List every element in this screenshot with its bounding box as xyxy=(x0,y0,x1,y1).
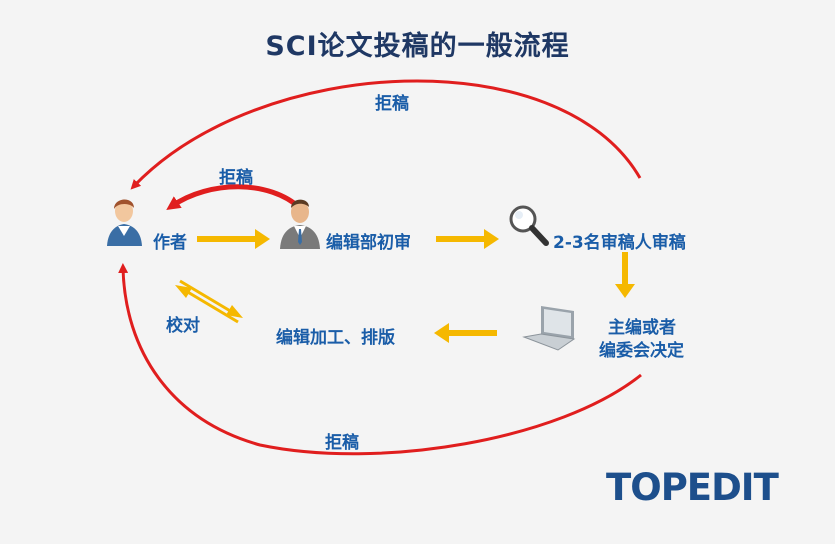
node-editor-initial-review: 编辑部初审 xyxy=(326,233,411,253)
author-person-icon xyxy=(107,199,142,246)
flow-arrow-author-to-editor xyxy=(197,229,270,249)
label-reject-editor: 拒稿 xyxy=(219,168,253,188)
flow-arrow-decision-to-editing xyxy=(434,323,497,343)
topedit-logo: TOPEDIT xyxy=(606,466,779,509)
label-proofread: 校对 xyxy=(166,316,200,336)
node-author: 作者 xyxy=(153,233,187,253)
flow-arrow-reviewers-to-decision xyxy=(615,252,635,298)
node-decision-line1: 主编或者 xyxy=(608,318,676,338)
reject-arrow-editor xyxy=(166,184,302,210)
page-title: SCI论文投稿的一般流程 xyxy=(265,31,570,62)
node-decision-line2: 编委会决定 xyxy=(599,341,684,361)
reject-arrow-bottom xyxy=(118,263,642,456)
flow-arrow-editor-to-reviewers xyxy=(436,229,499,249)
label-reject-bottom: 拒稿 xyxy=(325,433,359,453)
node-editing-typesetting: 编辑加工、排版 xyxy=(276,328,395,348)
editor-person-icon xyxy=(280,199,320,249)
reject-arrow-top xyxy=(130,79,642,190)
magnifier-icon xyxy=(509,205,549,246)
node-reviewers: 2-3名审稿人审稿 xyxy=(553,233,686,253)
proofread-double-arrow xyxy=(175,279,243,324)
laptop-icon xyxy=(522,306,576,351)
label-reject-top: 拒稿 xyxy=(375,94,409,114)
